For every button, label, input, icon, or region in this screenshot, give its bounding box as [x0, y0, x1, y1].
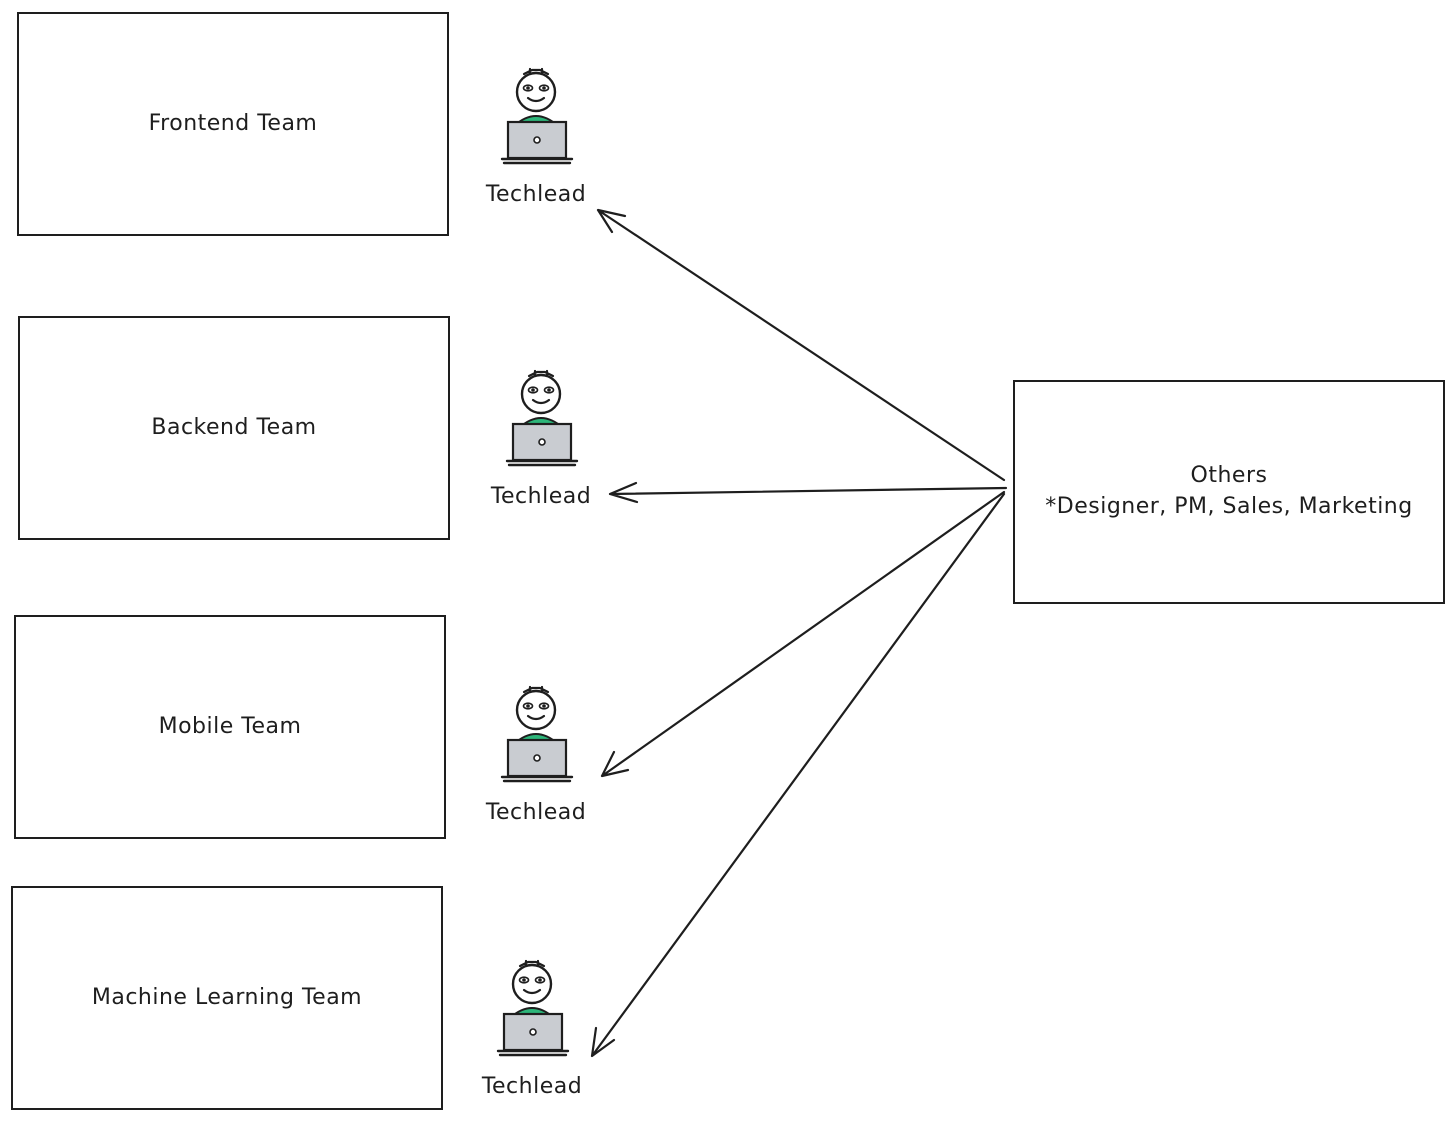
- ml-techlead: Techlead: [467, 958, 597, 1099]
- backend-techlead: Techlead: [476, 368, 606, 509]
- frontend-team-label: Frontend Team: [148, 110, 318, 136]
- techlead-label: Techlead: [481, 1074, 583, 1099]
- techlead-person-icon: [471, 684, 601, 784]
- frontend-team-box: Frontend Team: [17, 12, 449, 236]
- mobile-techlead: Techlead: [471, 684, 601, 825]
- techlead-person-icon: [467, 958, 597, 1058]
- frontend-techlead: Techlead: [471, 66, 601, 207]
- ml-team-label: Machine Learning Team: [91, 984, 363, 1010]
- arrow-to-ml-techlead: [590, 492, 1006, 1058]
- arrow-to-mobile-techlead: [600, 490, 1006, 778]
- arrow-to-backend-techlead: [608, 481, 1008, 504]
- arrow-to-frontend-techlead: [596, 208, 1006, 482]
- mobile-team-box: Mobile Team: [14, 615, 446, 839]
- techlead-label: Techlead: [485, 800, 587, 825]
- others-box: Others *Designer, PM, Sales, Marketing: [1013, 380, 1445, 604]
- others-subtitle: *Designer, PM, Sales, Marketing: [1045, 494, 1413, 519]
- techlead-label: Techlead: [485, 182, 587, 207]
- backend-team-label: Backend Team: [151, 414, 317, 440]
- backend-team-box: Backend Team: [18, 316, 450, 540]
- techlead-person-icon: [476, 368, 606, 468]
- mobile-team-label: Mobile Team: [158, 713, 302, 739]
- techlead-person-icon: [471, 66, 601, 166]
- others-title: Others: [1190, 463, 1268, 489]
- ml-team-box: Machine Learning Team: [11, 886, 443, 1110]
- techlead-label: Techlead: [490, 484, 592, 509]
